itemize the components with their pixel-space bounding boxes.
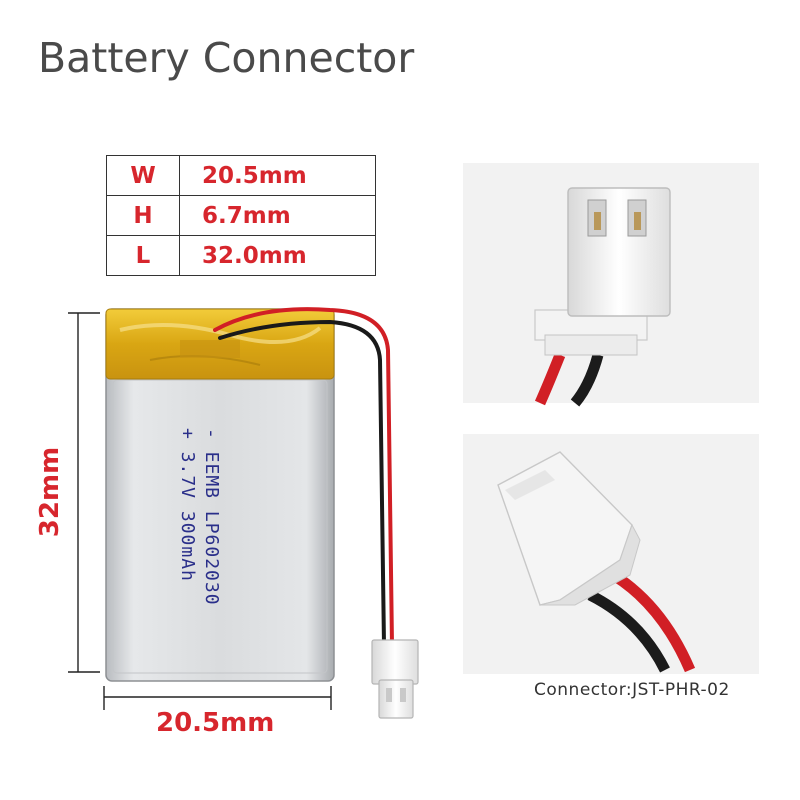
height-dimension-line [68, 312, 100, 673]
jst-connector [371, 639, 419, 719]
battery-wires [213, 307, 394, 647]
width-label: 20.5mm [156, 708, 275, 738]
width-dimension-line [103, 686, 332, 710]
height-label: 32mm [35, 446, 66, 538]
battery-cell [105, 308, 335, 682]
dimension-key: W [106, 155, 180, 196]
dimension-table: W 20.5mm H 6.7mm L 32.0mm [106, 155, 376, 276]
cell-print-line-1: - EEMB LP602030 [201, 428, 222, 606]
dimension-key: L [106, 235, 180, 276]
connector-caption: Connector:JST-PHR-02 [534, 680, 730, 700]
cell-print-line-2: + 3.7V 300mAh [177, 428, 198, 582]
dimension-value: 32.0mm [179, 235, 376, 276]
connector-closeup-top [534, 187, 671, 407]
page-title: Battery Connector [38, 34, 415, 82]
dimension-row-length: L 32.0mm [106, 235, 376, 276]
connector-closeup-bottom [497, 451, 696, 673]
